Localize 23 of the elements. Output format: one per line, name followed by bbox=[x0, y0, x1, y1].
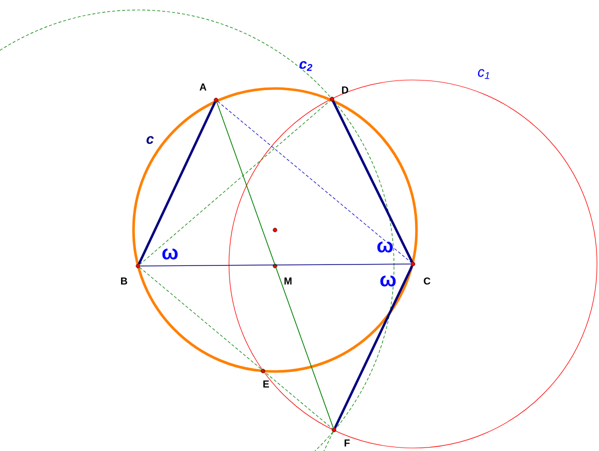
point-label: A bbox=[200, 84, 206, 90]
point-label: E bbox=[263, 380, 269, 388]
line-segment bbox=[216, 102, 334, 428]
angle-label: ω bbox=[162, 248, 178, 260]
line-segment bbox=[139, 267, 333, 429]
point-label: M bbox=[284, 278, 292, 284]
point-label: C bbox=[424, 277, 430, 285]
line-segment bbox=[138, 101, 216, 265]
curve-label: c bbox=[146, 136, 154, 144]
point-label: B bbox=[121, 278, 128, 284]
point bbox=[272, 228, 278, 232]
line-segment bbox=[139, 100, 331, 265]
line-segment bbox=[140, 264, 412, 266]
line-segment bbox=[322, 432, 334, 451]
angle-label: ω bbox=[377, 242, 393, 252]
curve-label: c$_{1}$ bbox=[478, 69, 490, 79]
line-segment bbox=[334, 265, 414, 429]
line-segment bbox=[217, 101, 412, 263]
curve-label: c$_{2}$ bbox=[300, 61, 312, 71]
point-label: D bbox=[342, 86, 348, 94]
point-label: F bbox=[344, 440, 350, 446]
line-segment bbox=[332, 100, 414, 263]
angle-label: ω bbox=[380, 276, 396, 286]
